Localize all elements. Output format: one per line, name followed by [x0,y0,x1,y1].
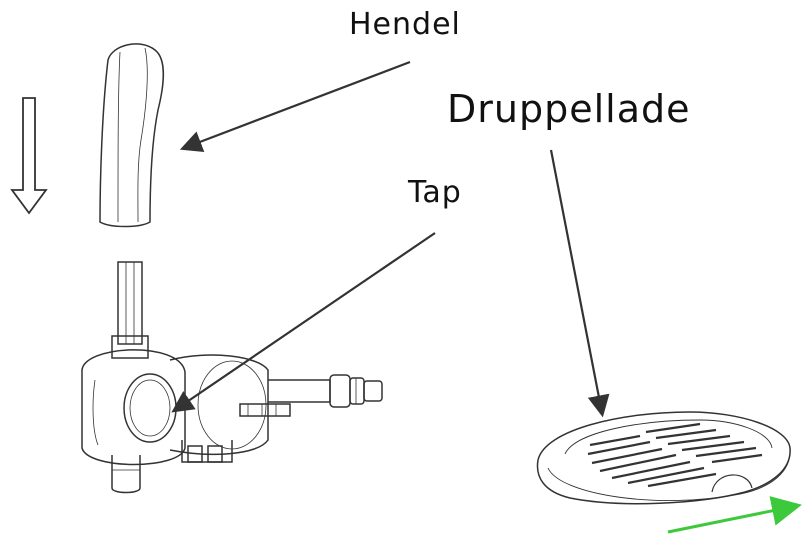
hendel-arrow [179,60,411,153]
handle-drawing [99,43,164,228]
tap-arrow [171,232,436,413]
tap-drawing [81,261,383,494]
druppellade-label: Druppellade [447,87,691,131]
drip-tray-drawing [536,411,791,505]
hendel-label: Hendel [349,7,461,42]
green-right-arrow-icon [667,496,802,534]
hollow-down-arrow-icon [10,97,48,215]
tap-label: Tap [408,175,462,210]
callout-arrows [171,60,610,418]
druppellade-arrow [549,149,610,418]
